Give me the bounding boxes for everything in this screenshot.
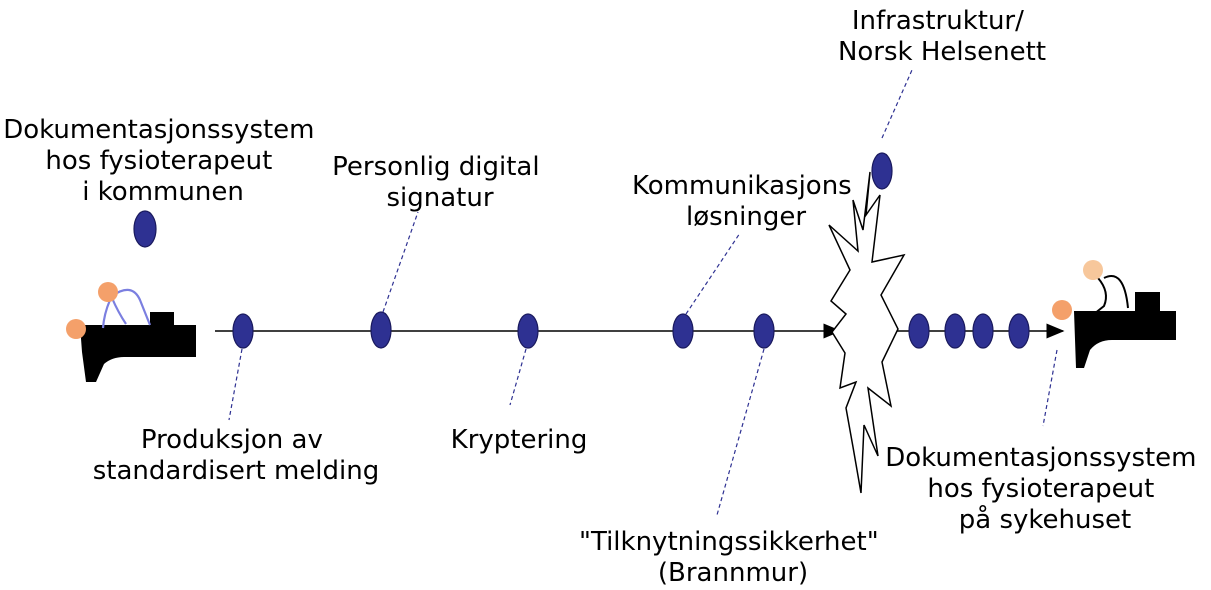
leader-signature [382, 211, 419, 313]
node-receiver-4 [1008, 313, 1030, 349]
node-sender-system [133, 210, 157, 248]
sender-head-a [98, 282, 118, 302]
node-infrastructure [871, 152, 893, 190]
leader-receiver-system [1042, 349, 1058, 427]
label-communication: Kommunikasjons løsninger [632, 171, 860, 232]
sender-arm-3 [101, 299, 112, 329]
label-signature: Personlig digital signatur [332, 152, 548, 213]
receiver-head-b [1052, 300, 1072, 320]
sender-therapist-icon [66, 282, 196, 382]
label-encryption: Kryptering [451, 425, 588, 455]
receiver-desk [1074, 292, 1176, 368]
node-production [232, 313, 254, 349]
receiver-arm-2 [1103, 275, 1129, 309]
label-connection-security: "Tilknytningssikkerhet" (Brannmur) [579, 527, 887, 588]
leader-infrastructure [881, 69, 913, 139]
receiver-head-a [1083, 260, 1103, 280]
label-sender-system: Dokumentasjonssystem hos fysioterapeut i… [3, 115, 323, 207]
leader-connection-security [716, 348, 765, 516]
firewall-burst-icon [828, 171, 906, 494]
node-connection-security [753, 313, 775, 349]
leader-communication [685, 232, 741, 315]
node-communication [672, 313, 694, 349]
leader-encryption [509, 348, 527, 406]
node-signature [370, 311, 392, 349]
sender-desk [80, 312, 196, 382]
node-receiver-1 [908, 313, 930, 349]
receiver-therapist-icon [1052, 260, 1176, 368]
node-encryption [517, 313, 539, 349]
sender-arm [111, 288, 152, 326]
node-receiver-2 [944, 313, 966, 349]
label-receiver-system: Dokumentasjonssystem hos fysioterapeut p… [885, 443, 1205, 535]
node-receiver-3 [972, 313, 994, 349]
sender-arm-2 [110, 297, 127, 325]
leader-production [228, 348, 243, 421]
label-production: Produksjon av standardisert melding [93, 425, 380, 486]
label-infrastructure: Infrastruktur/ Norsk Helsenett [838, 6, 1046, 67]
receiver-arm [1093, 277, 1107, 315]
sender-head-b [66, 319, 86, 339]
